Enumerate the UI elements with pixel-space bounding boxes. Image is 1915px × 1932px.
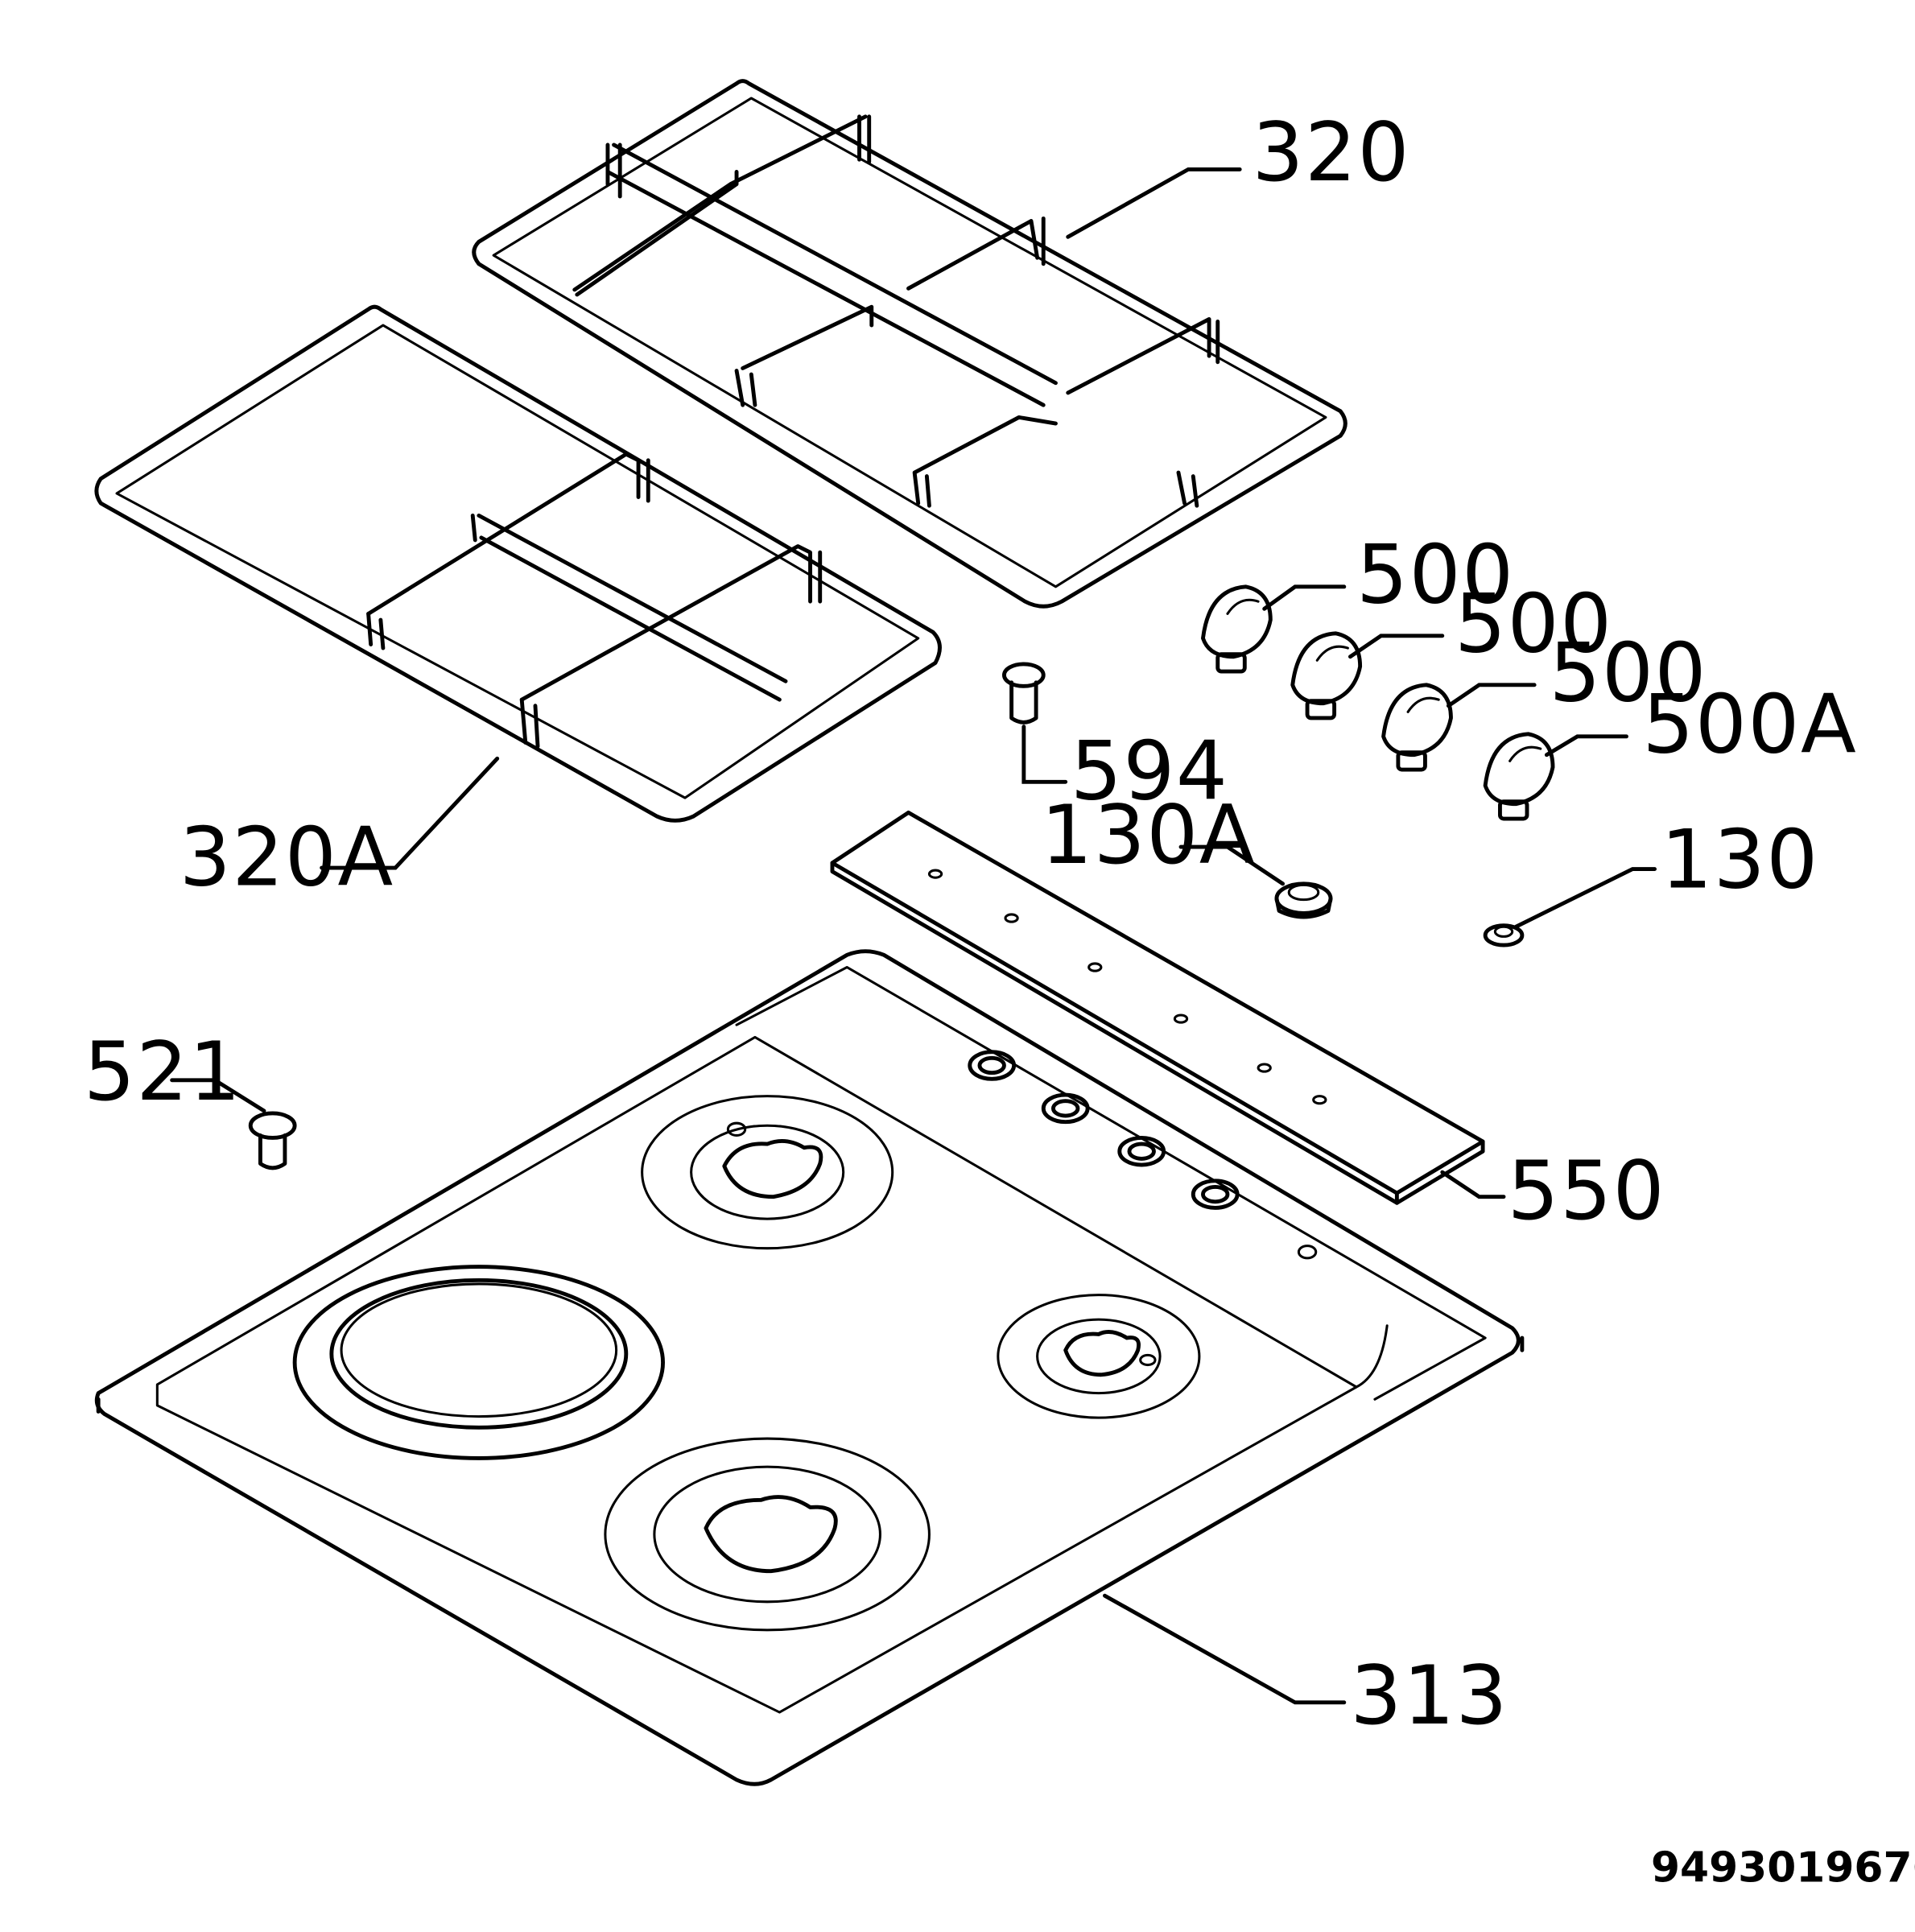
knob-1 [1201, 584, 1273, 674]
leader-lines [170, 167, 1657, 1705]
label-130A: 130A [1041, 788, 1256, 882]
label-130: 130 [1661, 812, 1819, 906]
label-521: 521 [84, 1025, 242, 1119]
label-594: 594 [1071, 724, 1229, 819]
label-320: 320 [1252, 105, 1410, 200]
callout-labels: 320 320A 500 500 500 500A 594 130A 130 5… [84, 105, 1857, 1743]
pan-support-320 [472, 79, 1348, 609]
document-number: 9493019676 [1651, 1843, 1915, 1892]
label-500-3: 500 [1549, 626, 1707, 720]
label-550: 550 [1508, 1144, 1666, 1238]
burner-large-ring [292, 1265, 665, 1460]
burner-front [604, 1437, 931, 1632]
burner-right [997, 1294, 1201, 1419]
burner-rear [641, 1095, 894, 1250]
knob-4 [1483, 732, 1555, 821]
control-knobs [1201, 584, 1555, 821]
label-500-1: 500 [1356, 528, 1515, 622]
pan-support-320A [94, 304, 942, 823]
label-500-2: 500 [1455, 577, 1613, 671]
knob-2 [1290, 631, 1363, 720]
nut-130 [1483, 923, 1525, 947]
label-500A: 500A [1642, 678, 1857, 772]
rivet-521 [248, 1111, 297, 1170]
trim-strip-550 [830, 810, 1485, 1205]
bushing-130A [1274, 881, 1333, 919]
knob-3 [1381, 683, 1453, 772]
label-313: 313 [1350, 1649, 1508, 1743]
label-320A: 320A [180, 810, 394, 904]
hob-top-313 [94, 949, 1525, 1786]
screw-594 [1002, 662, 1046, 724]
